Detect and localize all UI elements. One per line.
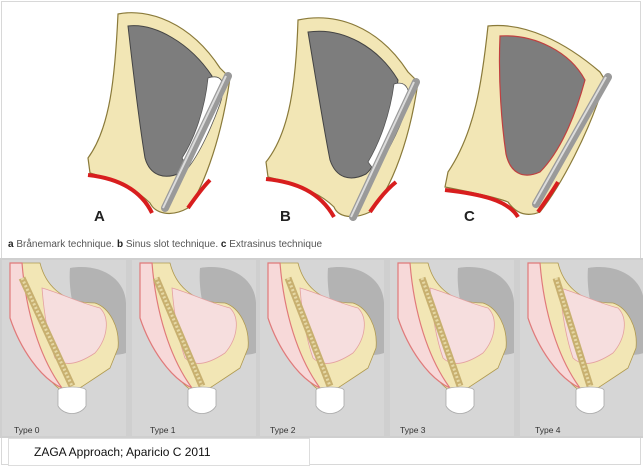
type-tile-4 [520, 260, 643, 436]
caption-a-text: Brånemark technique. [14, 239, 117, 250]
panel-b-diagram [258, 12, 428, 237]
technique-panels: A B C a Brånemark technique. b Sinus slo… [0, 0, 643, 258]
type-tile-1 [132, 260, 256, 436]
panel-c-diagram [440, 22, 620, 237]
type-tile-3 [390, 260, 514, 436]
type-label-4: Type 4 [535, 425, 561, 435]
type-label-1: Type 1 [150, 425, 176, 435]
type-tile-0 [2, 260, 126, 436]
caption-c-text: Extrasinus technique [226, 239, 322, 250]
zaga-types-strip [0, 258, 643, 438]
type-label-0: Type 0 [14, 425, 40, 435]
zaga-types-diagram [0, 258, 643, 438]
type-label-2: Type 2 [270, 425, 296, 435]
panel-letter-c: C [464, 208, 475, 225]
figure-caption: a Brånemark technique. b Sinus slot tech… [8, 239, 322, 250]
type-label-3: Type 3 [400, 425, 426, 435]
panel-letter-a: A [94, 208, 105, 225]
caption-b-text: Sinus slot technique. [123, 239, 221, 250]
footer-citation: ZAGA Approach; Aparicio C 2011 [34, 445, 211, 459]
panel-letter-b: B [280, 208, 291, 225]
panel-a-diagram [70, 8, 240, 233]
type-tile-2 [260, 260, 384, 436]
